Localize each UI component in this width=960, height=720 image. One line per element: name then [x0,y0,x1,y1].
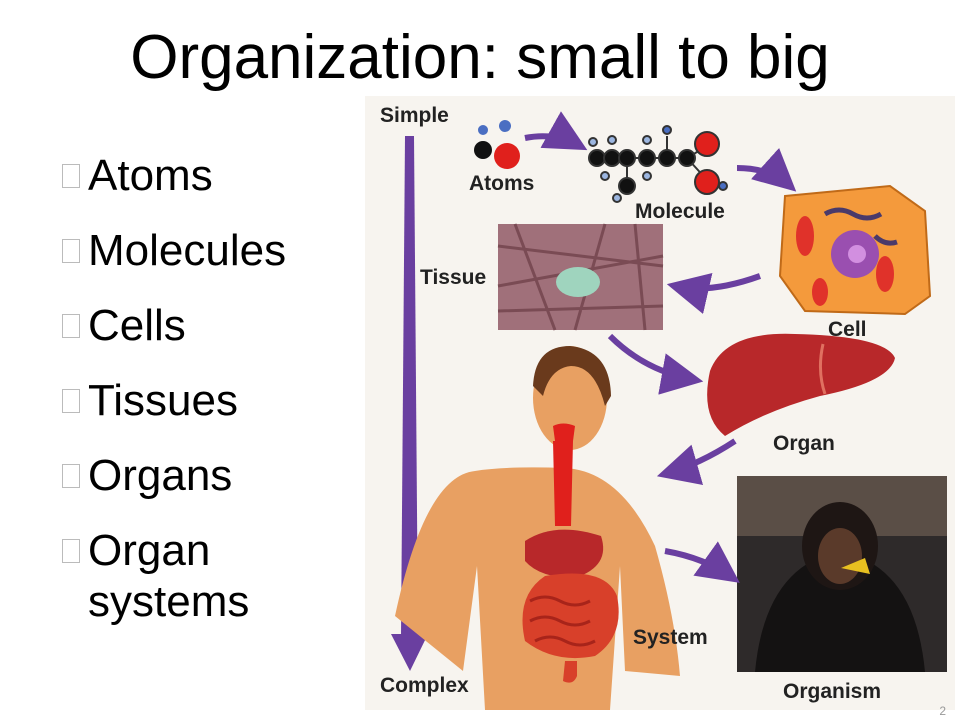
bullet-item: Atoms [62,150,362,201]
bullet-text: Atoms [88,151,213,200]
bullet-box-icon [62,164,80,188]
label-cell: Cell [828,318,867,341]
label-tissue: Tissue [420,266,486,289]
bullet-item: Molecules [62,225,362,276]
bullet-text: Organs [88,451,233,500]
molecule-icon [588,125,728,203]
bullet-item: Cells [62,300,362,351]
bullet-text: Cells [88,301,186,350]
organization-diagram: Simple Complex Atoms Molecule [365,96,955,710]
simple-to-complex-arrow [391,136,428,671]
bullet-text: Tissues [88,376,238,425]
bullet-text: Organ systems [88,526,250,626]
slide-title: Organization: small to big [130,23,830,92]
label-organ: Organ [773,432,835,455]
bullet-box-icon [62,389,80,413]
label-organism: Organism [783,680,881,703]
label-complex: Complex [380,674,469,697]
bullet-box-icon [62,464,80,488]
liver-icon [707,333,895,436]
human-system-icon [395,346,680,710]
atoms-icon [474,120,520,169]
bullet-box-icon [62,539,80,563]
slide-number: 2 [939,704,946,718]
bullet-text: Molecules [88,226,287,275]
organism-photo [737,476,947,672]
bullet-list: Atoms Molecules Cells Tissues Organs Org… [62,150,362,627]
label-simple: Simple [380,104,449,127]
label-system: System [633,626,708,649]
cell-icon [778,184,932,316]
bullet-box-icon [62,239,80,263]
label-atoms: Atoms [469,172,534,195]
bullet-item: Organ systems [62,525,362,627]
tissue-image [497,223,664,331]
bullet-item: Tissues [62,375,362,426]
label-molecule: Molecule [635,200,725,223]
bullet-item: Organs [62,450,362,501]
progression-arrows [524,111,797,583]
bullet-box-icon [62,314,80,338]
